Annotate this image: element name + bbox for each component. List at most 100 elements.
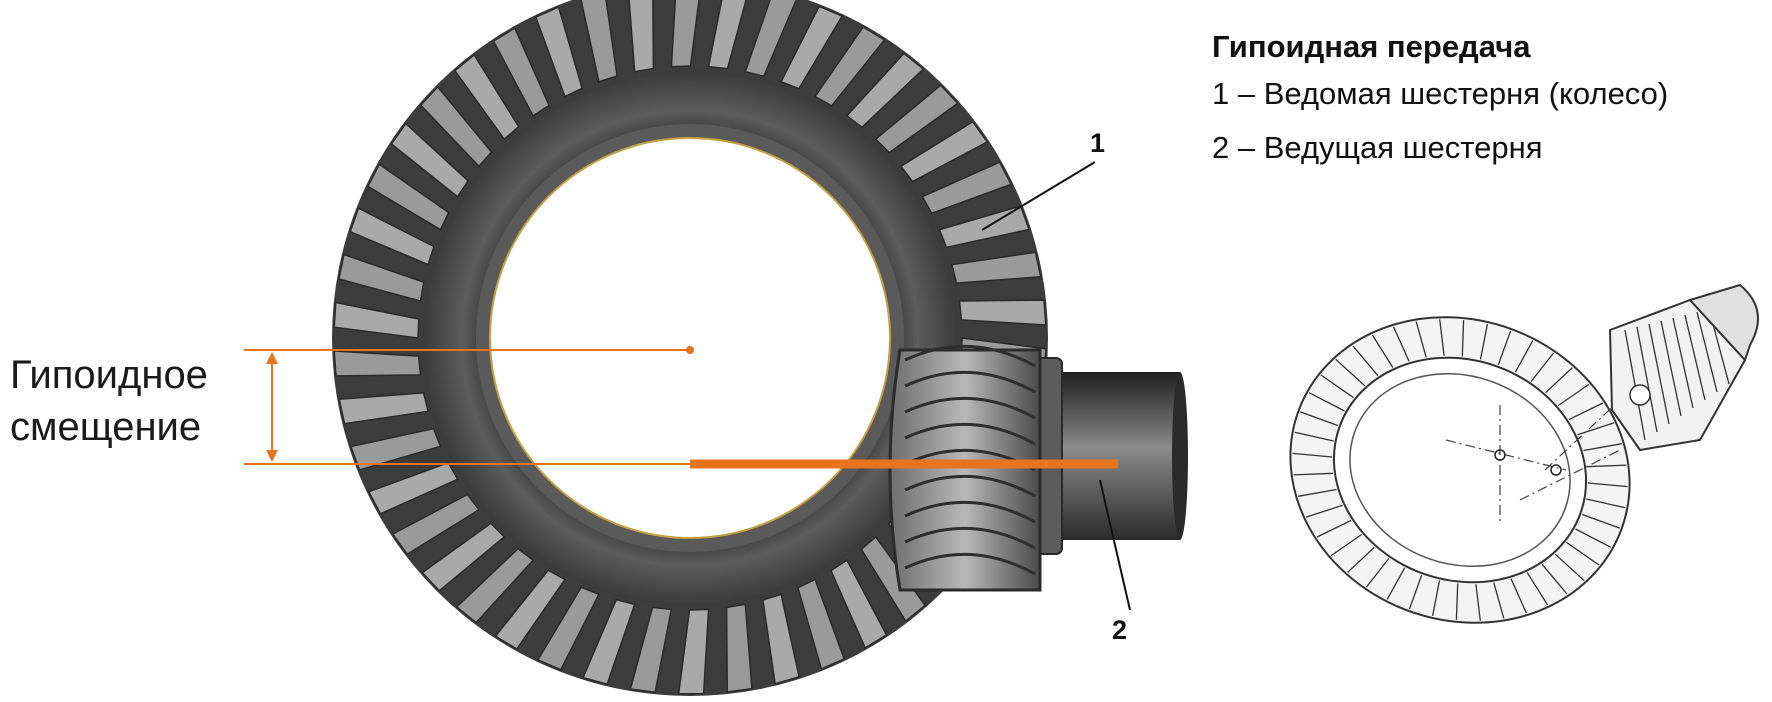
ring-gear-tooth [874, 84, 959, 154]
inset-ring-tooth [1298, 488, 1337, 497]
ring-gear-tooth [938, 205, 1031, 249]
ring-gear-tooth [333, 350, 422, 377]
inset-ring-tooth [1415, 321, 1427, 358]
inset-ring-center [1494, 449, 1506, 461]
ring-gear-tooth [744, 0, 798, 78]
inset-ring-tooth [1530, 352, 1555, 382]
offset-label-line-1: Гипоидное [10, 353, 208, 397]
inset-ring-tooth [1583, 443, 1622, 452]
pinion-shaft [1040, 372, 1180, 540]
ring-gear-tooth [845, 52, 925, 129]
pinion-shaft-end [1172, 372, 1188, 540]
inset-ring-tooth [1510, 578, 1527, 614]
ring-gear-tooth [921, 161, 1013, 215]
legend-title: Гипоидная передача [1212, 29, 1531, 64]
ring-gear-tooth [536, 586, 600, 671]
inset-ring-tooth [1493, 582, 1505, 619]
inset-pinion-tooth [1696, 311, 1718, 393]
pinion-tooth [904, 526, 1036, 550]
ring-gear-tooth [829, 559, 888, 649]
inset-pinion-tooth [1684, 314, 1706, 401]
inset-pinion-tooth [1624, 329, 1646, 441]
pinion-tooth [904, 500, 1036, 524]
ring-gear-tooth [629, 606, 673, 694]
inset-ring-tooth [1393, 326, 1410, 362]
ring-gear-tooth [455, 547, 535, 624]
leader-line-1 [981, 161, 1096, 231]
ring-gear-tooth [677, 608, 710, 695]
legend-item-ring-gear: 1 – Ведомая шестерня (колесо) [1212, 76, 1669, 111]
ring-gear-tooth [899, 120, 989, 183]
pinion-body [888, 348, 1042, 592]
ring-gear-tooth [725, 603, 753, 693]
ring-gear-tooth [950, 251, 1042, 284]
inset-ring-tooth [1330, 533, 1363, 557]
inset-ring-tooth [1479, 323, 1489, 360]
inset-axis-4 [1519, 449, 1621, 501]
ring-gear-tooth [580, 0, 618, 83]
hypoid-offset-dimension [244, 346, 1118, 469]
offset-label-line-2: смещение [10, 405, 202, 449]
ring-gear-tooth [349, 427, 442, 471]
inset-bore [1349, 372, 1571, 568]
inset-ring-tooth [1308, 392, 1345, 412]
ring-gear-tooth [582, 598, 636, 686]
inset-pinion-tooth [1672, 317, 1694, 409]
inset-ring-tooth [1320, 374, 1354, 399]
pinion-tooth [904, 344, 1036, 368]
inset-ring-tooth [1371, 334, 1394, 368]
pinion-tooth [904, 474, 1036, 498]
ring-gear-tooth [366, 163, 450, 231]
inset-ring-tooth [1431, 580, 1441, 617]
inset-pinion-center [1550, 464, 1562, 476]
inset-ring-tooth [1497, 330, 1512, 366]
pinion-gear [888, 344, 1188, 592]
pinion-tooth [904, 396, 1036, 420]
inset-pinion-teeth [1624, 308, 1730, 441]
callout-ring-gear: 1 [1090, 128, 1106, 158]
inset-ring-tooth [1300, 411, 1339, 427]
inset-ring-tooth [1557, 383, 1590, 407]
ring-gear-tooth [391, 493, 481, 556]
inset-pinion-hub [1629, 384, 1651, 406]
pinion-tooth [904, 370, 1036, 394]
ring-gear-tooth [367, 461, 459, 515]
pinion-tooth [904, 552, 1036, 576]
ring-gear-tooth [333, 301, 420, 339]
pinion-gear-teeth [904, 344, 1036, 576]
ring-gear-tooth [958, 299, 1047, 326]
inset-ring-tooth [1461, 320, 1465, 357]
arrow-up [266, 352, 278, 364]
inset-ring-tooth [1568, 402, 1604, 421]
inset-ring-tooth [1586, 498, 1626, 509]
ring-gear-tooth [762, 593, 800, 685]
inset-ring-tooth [1455, 583, 1459, 620]
inset-ring-tooth [1554, 553, 1585, 582]
inset-ring-tooth [1514, 340, 1534, 373]
inset-ring-tooth [1316, 519, 1352, 538]
ring-gear-tooth [338, 253, 425, 302]
ring-gear-tooth [349, 207, 435, 266]
ring-gear-tooth [390, 122, 470, 198]
ring-gear-tooth [453, 53, 520, 141]
ring-gear-tooth [707, 0, 747, 70]
ring-gear-tooth [419, 85, 493, 168]
ring-gear-bore [489, 137, 891, 539]
inset-pinion-tooth [1660, 320, 1682, 417]
inset-pinion-shaft [1688, 283, 1759, 362]
ring-gear-tooth [814, 25, 886, 107]
inset-ring-tooth [1541, 563, 1568, 595]
inset-ring-tooth [1305, 504, 1343, 518]
ring-center-point [686, 346, 694, 354]
arrow-down [266, 450, 278, 462]
inset-ring-tooth [1575, 528, 1612, 548]
inset-ring-tooth [1581, 513, 1620, 529]
inset-ring-tooth [1586, 464, 1627, 468]
hypoid-offset-label: Гипоидное смещение [10, 349, 208, 453]
pinion-tooth [904, 422, 1036, 446]
inset-drawing [1289, 283, 1759, 624]
inset-ring-tooth [1526, 572, 1549, 606]
legend: Гипоидная передача 1 – Ведомая шестерня … [1212, 28, 1668, 184]
inset-ring-tooth [1347, 546, 1375, 573]
